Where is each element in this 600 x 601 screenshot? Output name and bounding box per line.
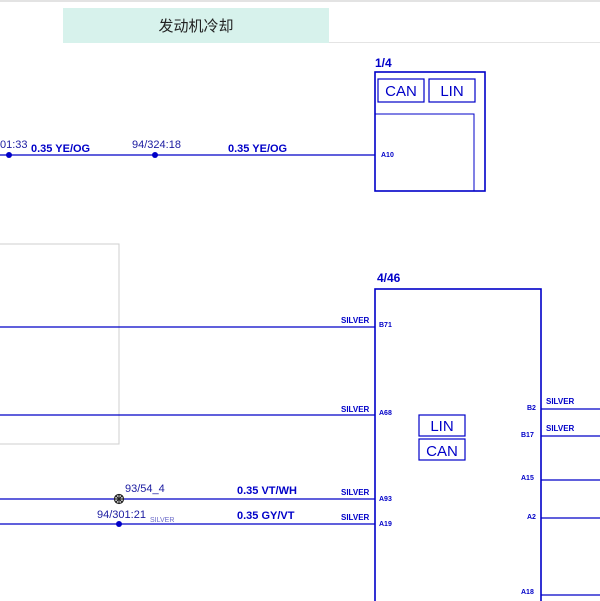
wire-label-top-left: 0.35 YE/OG bbox=[31, 143, 90, 155]
pin-b71: B71 bbox=[379, 322, 392, 329]
conn-top-mid: 94/324:18 bbox=[132, 139, 181, 151]
title-rule bbox=[329, 42, 600, 43]
conn-gy-sub: SILVER bbox=[150, 517, 174, 524]
bus-label-can-top: CAN bbox=[385, 83, 417, 100]
bus-box-can-top bbox=[377, 78, 425, 103]
module-id-top: 1/4 bbox=[375, 56, 392, 70]
splice-star bbox=[113, 493, 125, 505]
grey-frame bbox=[0, 243, 120, 445]
pin-a68: A68 bbox=[379, 410, 392, 417]
splice-dot-top-mid bbox=[152, 152, 158, 158]
splice-dot-gy bbox=[116, 521, 122, 527]
conn-gy: 94/301:21 bbox=[97, 509, 146, 521]
bus-box-lin-top bbox=[428, 78, 476, 103]
pin-a19: A19 bbox=[379, 521, 392, 528]
pin-a18: A18 bbox=[521, 589, 534, 596]
splice-dot-top-left bbox=[6, 152, 12, 158]
bus-box-can-main bbox=[418, 438, 466, 461]
pin-a2: A2 bbox=[527, 514, 536, 521]
silver-b2: SILVER bbox=[546, 397, 575, 406]
top-border bbox=[0, 0, 600, 2]
module-top-box[interactable] bbox=[374, 71, 486, 192]
pin-b2: B2 bbox=[527, 405, 536, 412]
conn-vt: 93/54_4 bbox=[125, 483, 165, 495]
bus-box-lin-main bbox=[418, 414, 466, 437]
bus-label-lin-top: LIN bbox=[440, 83, 463, 100]
wire-label-gy: 0.35 GY/VT bbox=[237, 510, 295, 522]
pin-top-a10: A10 bbox=[381, 152, 394, 159]
bus-label-lin-main: LIN bbox=[430, 418, 453, 435]
wire-label-top-mid: 0.35 YE/OG bbox=[228, 143, 287, 155]
silver-a68: SILVER bbox=[341, 405, 370, 414]
wire-label-vt: 0.35 VT/WH bbox=[237, 485, 297, 497]
pin-a93: A93 bbox=[379, 496, 392, 503]
module-top-inner bbox=[375, 113, 475, 191]
module-id-main: 4/46 bbox=[377, 271, 401, 285]
silver-b71: SILVER bbox=[341, 316, 370, 325]
conn-top-left: 01:33 bbox=[0, 139, 28, 151]
silver-a19: SILVER bbox=[341, 513, 370, 522]
pin-a15: A15 bbox=[521, 475, 534, 482]
bus-label-can-main: CAN bbox=[426, 443, 458, 460]
pin-b17: B17 bbox=[521, 432, 534, 439]
page-title: 发动机冷却 bbox=[63, 8, 329, 43]
silver-b17: SILVER bbox=[546, 424, 575, 433]
module-main-box[interactable] bbox=[374, 288, 542, 601]
silver-a93: SILVER bbox=[341, 488, 370, 497]
